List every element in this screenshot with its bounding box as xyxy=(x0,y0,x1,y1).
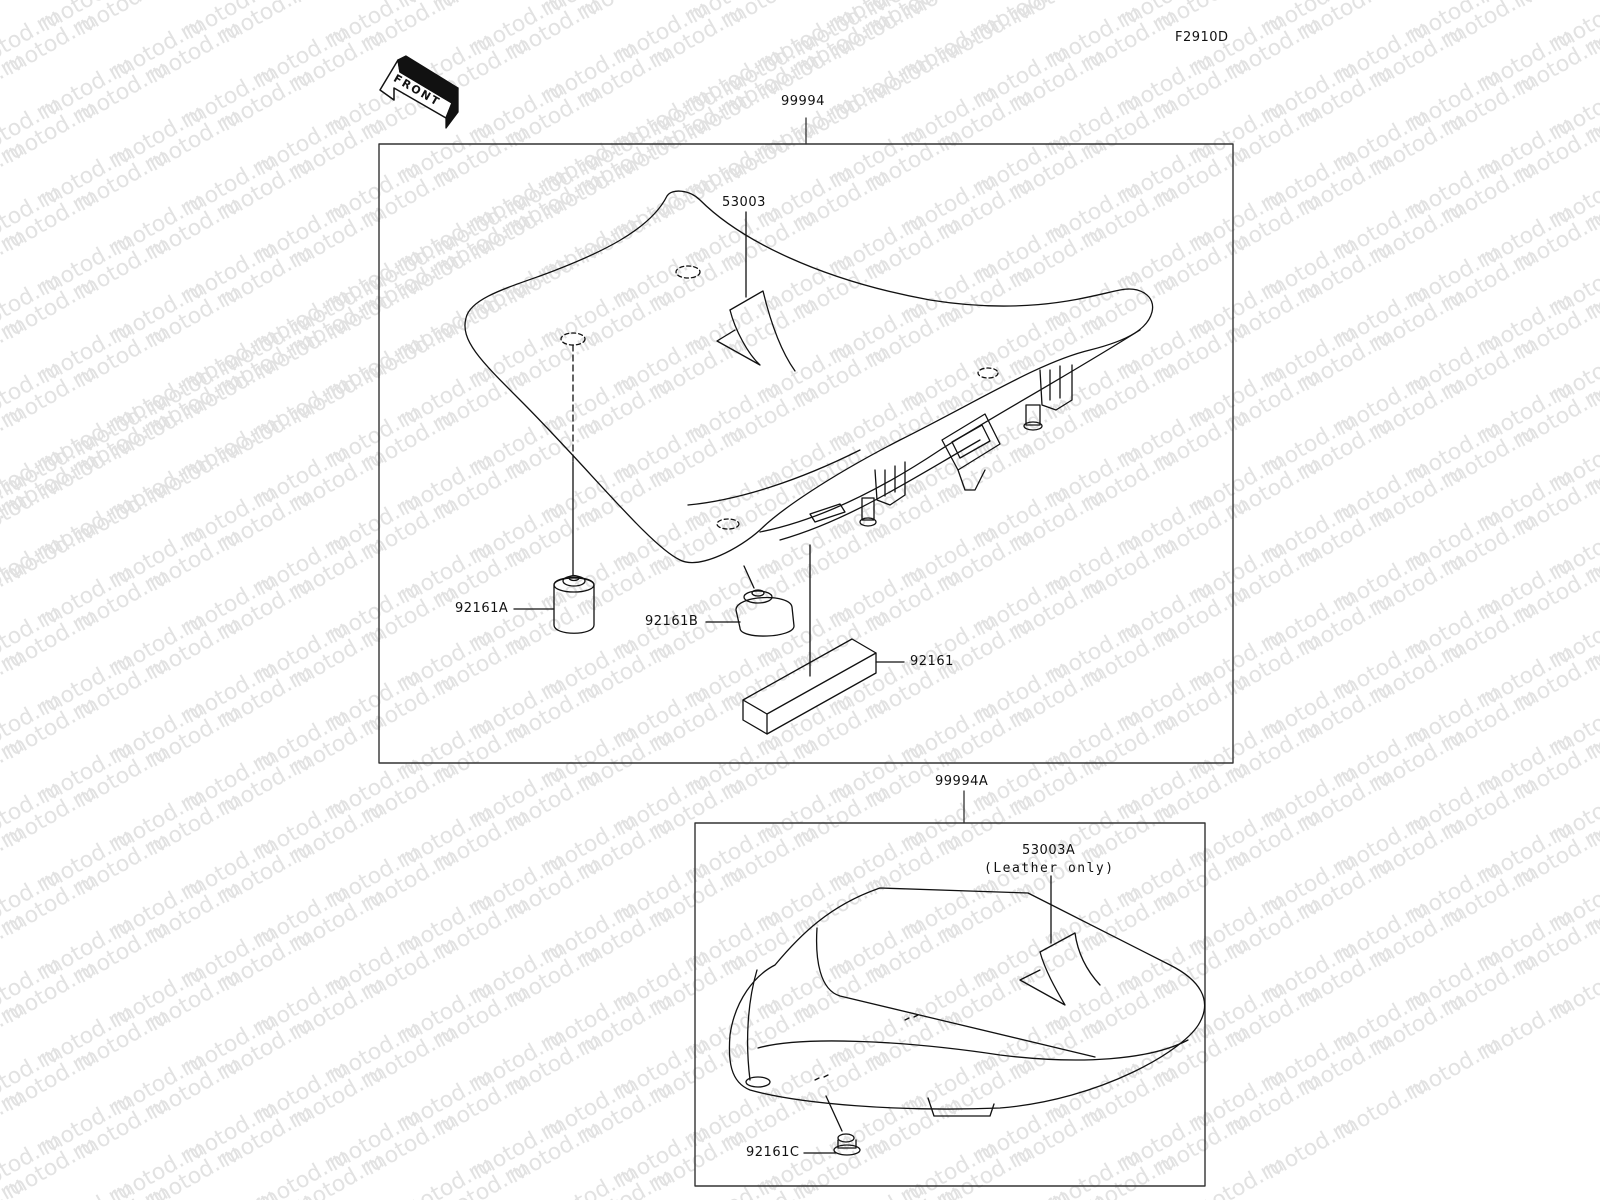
part-label-53003A[interactable]: 53003A xyxy=(1022,843,1076,858)
damper-block-92161-illustration xyxy=(742,544,905,735)
rider-seat-frame xyxy=(378,117,1234,764)
front-direction-arrow-icon xyxy=(379,55,459,129)
part-label-53003[interactable]: 53003 xyxy=(722,195,766,210)
part-label-99994[interactable]: 99994 xyxy=(781,94,825,109)
rider-seat-illustration xyxy=(464,190,1154,564)
figure-code: F2910D xyxy=(1175,30,1229,45)
damper-92161B-illustration xyxy=(705,565,795,637)
part-label-92161B[interactable]: 92161B xyxy=(645,614,699,629)
part-label-99994A[interactable]: 99994A xyxy=(935,774,989,789)
part-label-92161C[interactable]: 92161C xyxy=(746,1145,800,1160)
part-note-leather-only: (Leather only) xyxy=(984,861,1115,876)
part-label-92161[interactable]: 92161 xyxy=(910,654,954,669)
passenger-seat-frame xyxy=(694,790,1206,1187)
damper-92161A-illustration xyxy=(513,574,595,634)
passenger-seat-illustration xyxy=(728,875,1206,1156)
part-label-92161A[interactable]: 92161A xyxy=(455,601,509,616)
